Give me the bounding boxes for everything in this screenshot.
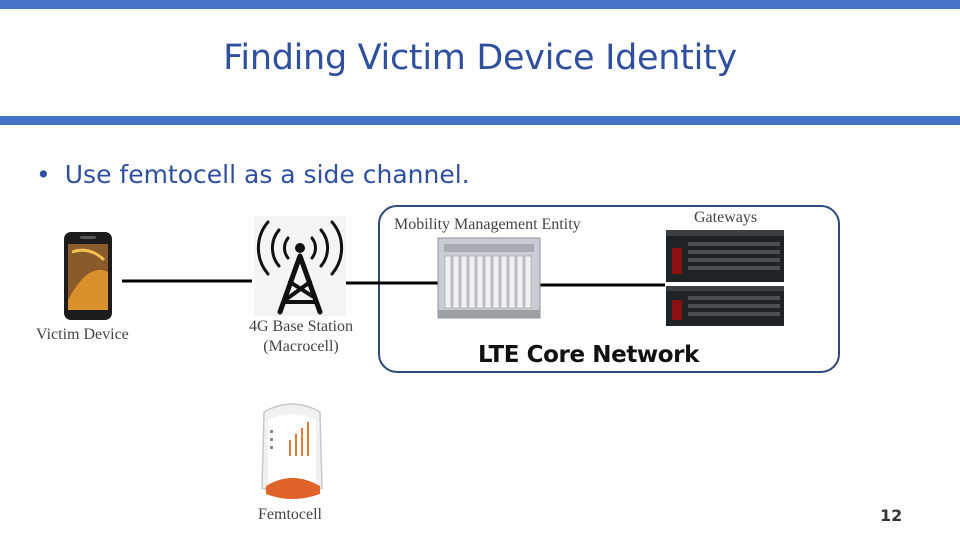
base-station-label: 4G Base Station (Macrocell) [249,318,353,355]
server-chassis-icon [437,237,541,319]
bullet-marker: • [36,160,51,189]
femtocell-label: Femtocell [258,506,322,523]
gateways-label: Gateways [694,209,758,226]
bullet-text: Use femtocell as a side channel. [64,160,470,189]
title-underline-bar [0,116,960,125]
femtocell-router-icon [261,403,323,499]
slide-title: Finding Victim Device Identity [223,38,737,78]
gateway-server-icon [666,230,784,326]
bullet-point: • Use femtocell as a side channel. [36,160,470,189]
core-network-label: LTE Core Network [478,342,700,368]
core-network-boundary [378,205,840,373]
smartphone-icon [64,232,112,320]
victim-device-label: Victim Device [36,326,129,343]
cell-tower-icon [254,216,346,316]
page-number: 12 [880,506,903,525]
mme-label: Mobility Management Entity [394,216,581,233]
top-accent-bar [0,0,960,9]
